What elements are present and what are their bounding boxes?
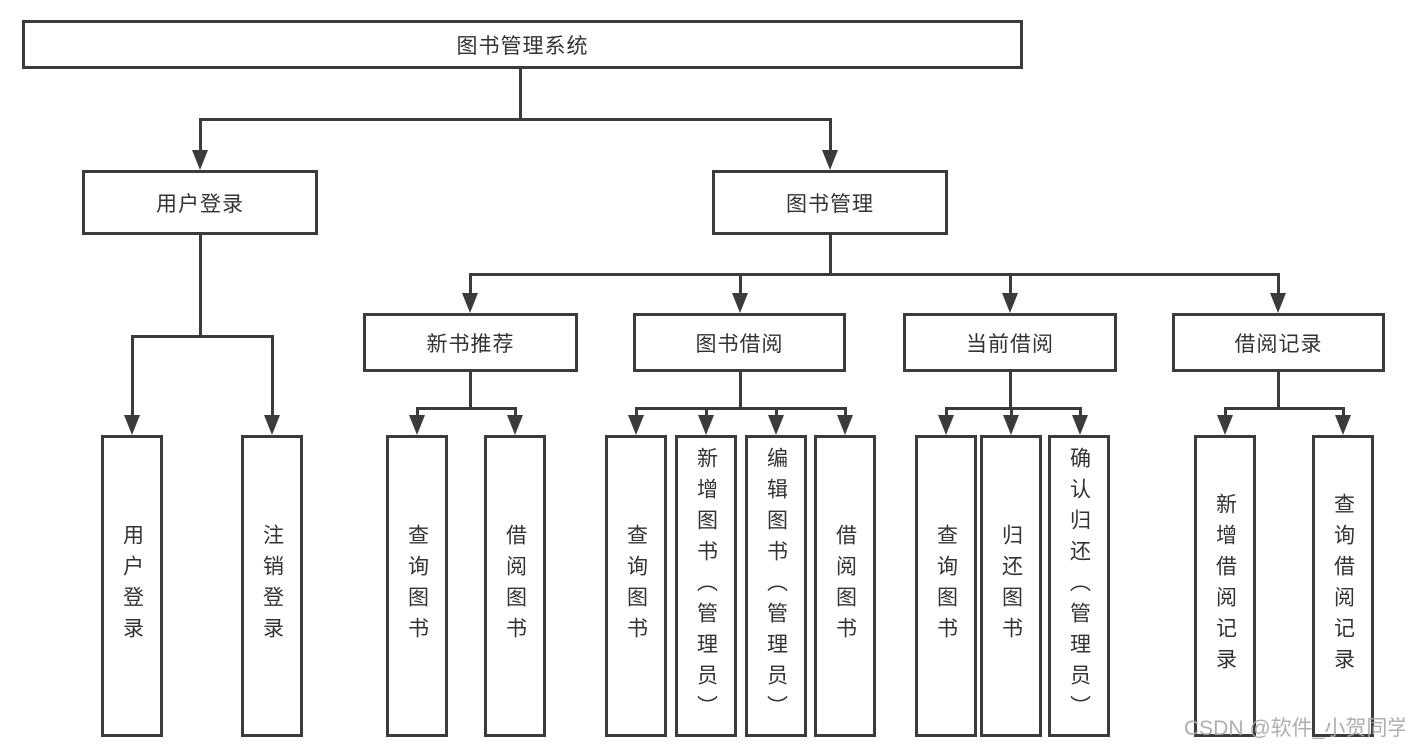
leaf-current-query-book: 查询图书 <box>915 435 977 737</box>
leaf-borrowing-edit-book-admin-label: 编辑图书（管理员） <box>764 446 788 726</box>
node-root: 图书管理系统 <box>22 20 1023 69</box>
connector-line <box>1224 407 1345 410</box>
arrow-down-icon <box>628 415 644 435</box>
connector-line <box>739 370 742 410</box>
connector-line <box>469 273 1280 276</box>
arrow-down-icon <box>1217 415 1233 435</box>
csdn-watermark: CSDN @软件_小贺同学 <box>1184 717 1405 740</box>
arrow-down-icon <box>938 415 954 435</box>
node-book-management-label: 图书管理 <box>786 192 874 216</box>
connector-line <box>1224 407 1227 418</box>
connector-line <box>739 273 742 296</box>
leaf-borrowing-add-book-admin: 新增图书（管理员） <box>675 435 737 737</box>
leaf-borrowing-borrow-book-label: 借阅图书 <box>833 524 857 648</box>
connector-line <box>469 273 472 296</box>
leaf-borrowing-add-book-admin-label: 新增图书（管理员） <box>694 446 718 726</box>
node-borrowing-records-label: 借阅记录 <box>1234 332 1323 356</box>
arrow-down-icon <box>1335 415 1351 435</box>
leaf-recommend-borrow-book-label: 借阅图书 <box>503 524 527 648</box>
connector-line <box>199 118 202 152</box>
connector-line <box>829 118 832 152</box>
connector-line <box>1010 407 1013 418</box>
arrow-down-icon <box>732 293 748 313</box>
leaf-records-add-record: 新增借阅记录 <box>1194 435 1256 737</box>
node-new-book-recommend: 新书推荐 <box>363 313 578 372</box>
connector-line <box>705 407 708 418</box>
arrow-down-icon <box>507 415 523 435</box>
leaf-logout-label: 注销登录 <box>260 524 284 648</box>
connector-line <box>1277 370 1280 410</box>
connector-line <box>514 407 517 418</box>
node-current-borrowing: 当前借阅 <box>903 313 1117 372</box>
arrow-down-icon <box>192 150 208 170</box>
connector-line <box>199 118 832 121</box>
leaf-borrowing-query-book: 查询图书 <box>605 435 667 737</box>
arrow-down-icon <box>264 415 280 435</box>
connector-line <box>1342 407 1345 418</box>
leaf-borrowing-borrow-book: 借阅图书 <box>814 435 876 737</box>
connector-line <box>416 407 517 410</box>
node-borrowing-records: 借阅记录 <box>1172 313 1385 372</box>
leaf-current-confirm-return-admin-label: 确认归还（管理员） <box>1067 446 1091 726</box>
arrow-down-icon <box>1072 415 1088 435</box>
leaf-borrowing-edit-book-admin: 编辑图书（管理员） <box>745 435 807 737</box>
node-root-label: 图书管理系统 <box>456 34 589 58</box>
leaf-user-login-label: 用户登录 <box>120 524 144 648</box>
connector-line <box>635 407 638 418</box>
node-user-login-label: 用户登录 <box>156 192 244 216</box>
leaf-records-add-record-label: 新增借阅记录 <box>1213 493 1237 679</box>
connector-line <box>131 335 134 418</box>
connector-line <box>271 335 274 418</box>
connector-line <box>829 233 832 276</box>
arrow-down-icon <box>1003 415 1019 435</box>
leaf-user-login: 用户登录 <box>101 435 163 737</box>
connector-line <box>1009 273 1012 296</box>
arrow-down-icon <box>768 415 784 435</box>
arrow-down-icon <box>462 293 478 313</box>
leaf-current-confirm-return-admin: 确认归还（管理员） <box>1048 435 1110 737</box>
connector-line <box>1277 273 1280 296</box>
connector-line <box>1079 407 1082 418</box>
node-new-book-recommend-label: 新书推荐 <box>426 332 515 356</box>
node-current-borrowing-label: 当前借阅 <box>966 332 1054 356</box>
connector-line <box>844 407 847 418</box>
leaf-current-query-book-label: 查询图书 <box>934 524 958 648</box>
node-user-login: 用户登录 <box>82 170 318 235</box>
node-book-borrowing-label: 图书借阅 <box>695 332 784 356</box>
node-book-management: 图书管理 <box>712 170 948 235</box>
leaf-current-return-book: 归还图书 <box>980 435 1042 737</box>
connector-line <box>519 68 522 121</box>
leaf-current-return-book-label: 归还图书 <box>999 524 1023 648</box>
arrow-down-icon <box>1002 293 1018 313</box>
leaf-recommend-query-book-label: 查询图书 <box>405 524 429 648</box>
connector-line <box>469 370 472 410</box>
connector-line <box>199 233 202 338</box>
leaf-borrowing-query-book-label: 查询图书 <box>624 524 648 648</box>
leaf-recommend-query-book: 查询图书 <box>386 435 448 737</box>
arrow-down-icon <box>837 415 853 435</box>
connector-line <box>131 335 274 338</box>
leaf-records-query-record-label: 查询借阅记录 <box>1331 493 1355 679</box>
connector-line <box>945 407 1082 410</box>
leaf-recommend-borrow-book: 借阅图书 <box>484 435 546 737</box>
connector-line <box>775 407 778 418</box>
arrow-down-icon <box>822 150 838 170</box>
node-book-borrowing: 图书借阅 <box>633 313 846 372</box>
arrow-down-icon <box>698 415 714 435</box>
connector-line <box>1009 370 1012 410</box>
arrow-down-icon <box>409 415 425 435</box>
connector-line <box>635 407 847 410</box>
connector-line <box>945 407 948 418</box>
arrow-down-icon <box>124 415 140 435</box>
leaf-records-query-record: 查询借阅记录 <box>1312 435 1374 737</box>
arrow-down-icon <box>1270 293 1286 313</box>
leaf-logout: 注销登录 <box>241 435 303 737</box>
connector-line <box>416 407 419 418</box>
